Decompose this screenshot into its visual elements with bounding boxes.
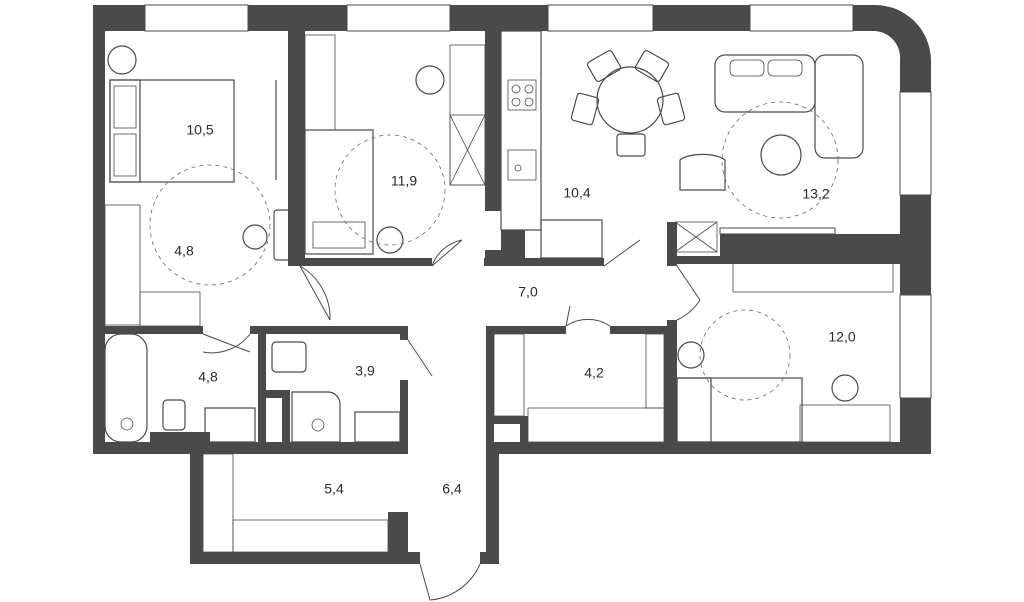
area-kitchen: 10,4 — [563, 185, 590, 201]
area-bath-2: 3,9 — [355, 363, 375, 379]
doors — [202, 239, 701, 601]
area-storage: 4,2 — [584, 365, 604, 381]
area-corridor: 5,4 — [324, 481, 344, 497]
area-labels: 10,5 4,8 11,9 10,4 13,2 7,0 4,8 3,9 4,2 … — [174, 122, 856, 497]
area-bedroom-3: 12,0 — [828, 329, 855, 345]
clearance-circles — [149, 101, 839, 401]
area-wardrobe-1: 4,8 — [174, 243, 194, 259]
area-entry: 6,4 — [442, 481, 462, 497]
area-bedroom-2: 11,9 — [391, 173, 417, 189]
walls — [93, 4, 932, 564]
area-bedroom-1: 10,5 — [186, 122, 213, 138]
area-bath-1: 4,8 — [198, 369, 218, 385]
area-hall: 7,0 — [518, 284, 538, 300]
area-living: 13,2 — [802, 186, 829, 202]
furniture — [104, 30, 894, 553]
